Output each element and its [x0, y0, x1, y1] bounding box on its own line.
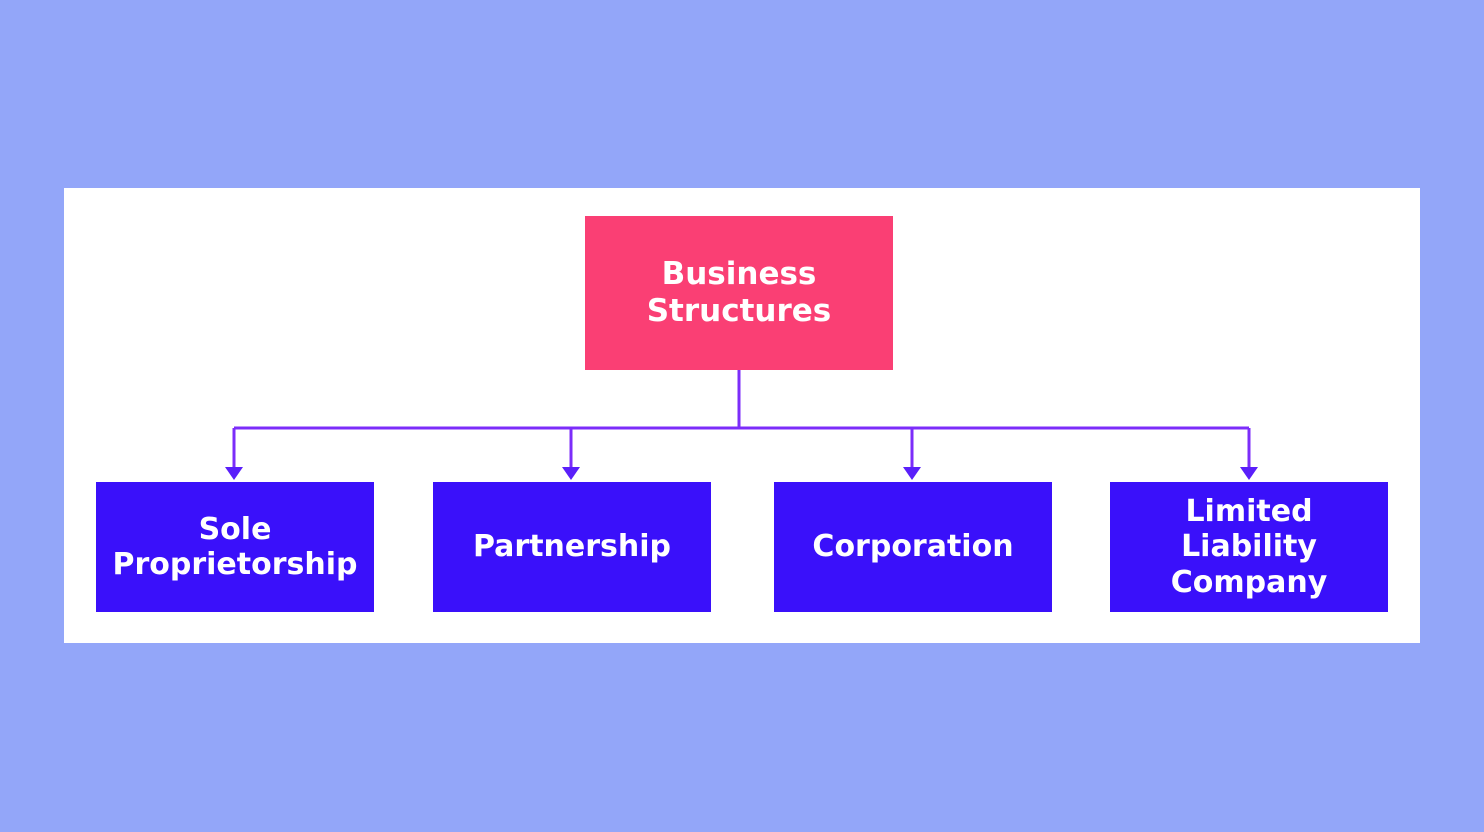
node-partnership-label: Partnership — [472, 529, 672, 565]
node-partnership[interactable]: Partnership — [433, 482, 711, 612]
node-corporation[interactable]: Corporation — [774, 482, 1052, 612]
node-limited-liability-company-label: Limited Liability Company — [1170, 493, 1328, 600]
node-corporation-label: Corporation — [812, 529, 1014, 565]
node-root-label: Business Structures — [646, 256, 832, 329]
node-root[interactable]: Business Structures — [585, 216, 893, 370]
node-sole-proprietorship[interactable]: Sole Proprietorship — [96, 482, 374, 612]
node-sole-proprietorship-label: Sole Proprietorship — [112, 511, 358, 582]
node-limited-liability-company[interactable]: Limited Liability Company — [1110, 482, 1388, 612]
